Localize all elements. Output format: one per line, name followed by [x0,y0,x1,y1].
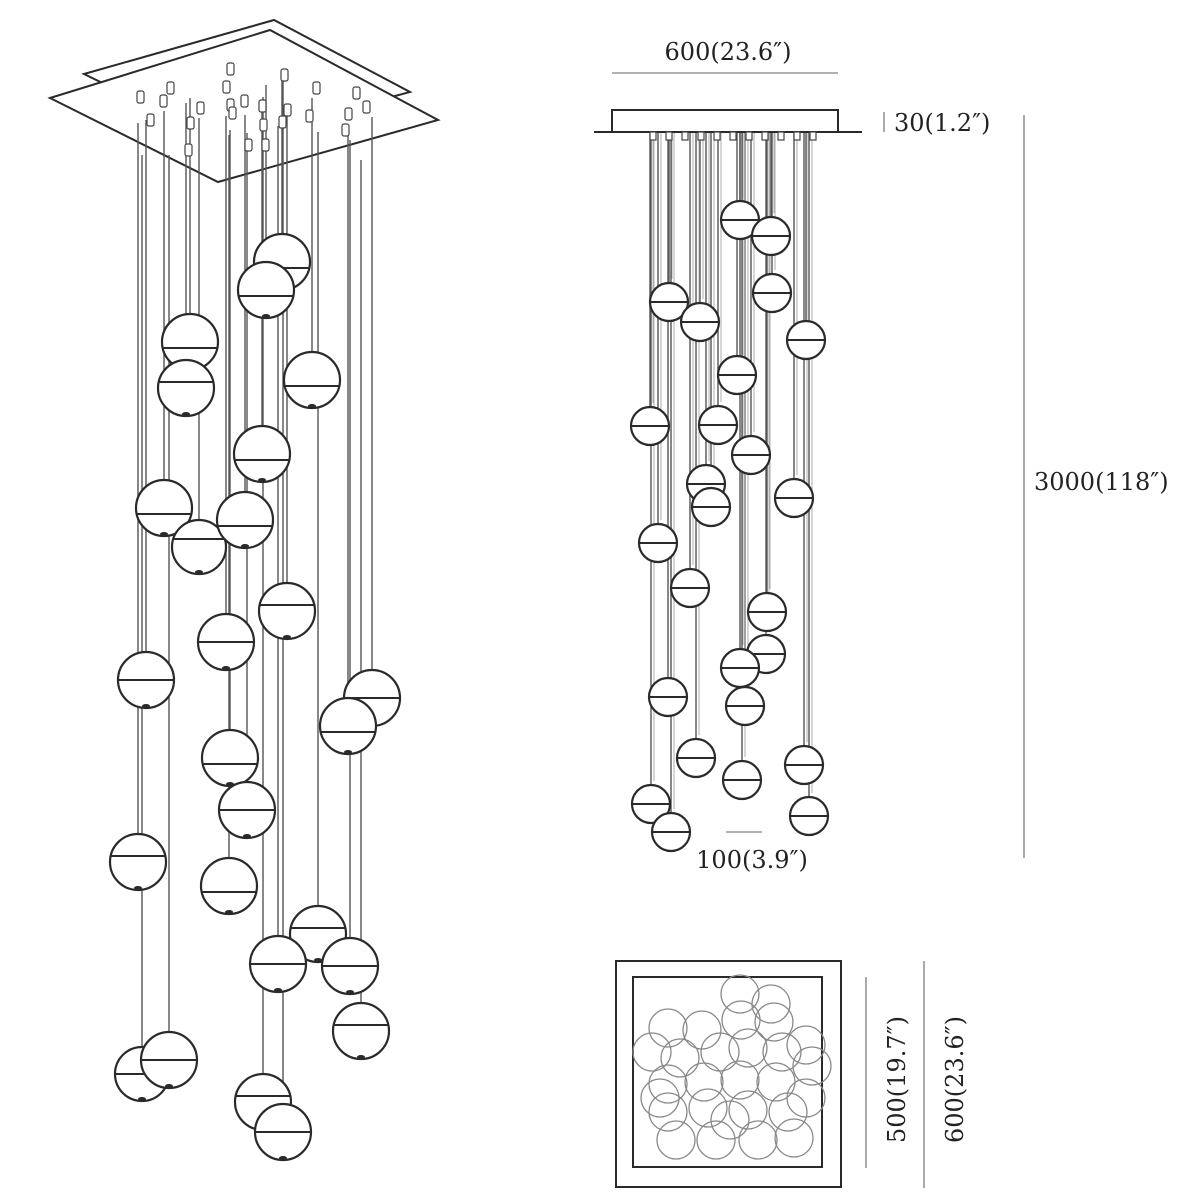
pendant-ball [170,518,228,576]
pendant-ball [783,744,825,786]
top-view-ball [648,1092,688,1132]
pendant-ball [156,358,216,418]
top-view-balls [632,974,832,1160]
top-view: 500(19.7″) 600(23.6″) [615,960,969,1188]
pendant-ball [721,759,763,801]
perspective-rods [137,79,373,1104]
top-view-ball [786,1025,826,1065]
top-view-ball [696,1120,736,1160]
outer-square-dimension: 600(23.6″) [923,961,969,1188]
pendant-ball [751,272,793,314]
top-view-ball [682,1010,722,1050]
pendant-ball [282,350,342,410]
top-view-ball [684,1062,724,1102]
front-view: 600(23.6″) 30(1.2″) 100(3.9″) 3000(118″) [594,38,1169,874]
canopy-height-dimension: 30(1.2″) [883,109,990,137]
top-view-ball [648,1008,688,1048]
pendant-ball [236,260,296,320]
pendant-ball [724,685,766,727]
pendant-ball [200,728,260,788]
pendant-ball [232,424,292,484]
pendant-ball [788,795,830,837]
width-dimension: 600(23.6″) [612,38,838,74]
top-view-ball [632,1032,672,1072]
pendant-ball [108,832,168,892]
top-view-ball [656,1120,696,1160]
pendant-ball [320,936,380,996]
top-view-ball [774,1118,814,1158]
pendant-ball [719,199,761,241]
pendant-ball [719,647,761,689]
pendant-ball [160,312,220,372]
ball-diameter-dimension: 100(3.9″) [696,831,808,874]
top-view-ball [738,1120,778,1160]
pendant-ball [730,434,772,476]
pendant-ball [690,486,732,528]
top-view-ball [728,1028,768,1068]
top-view-ball [720,1060,760,1100]
pendant-ball [785,319,827,361]
pendant-ball [629,405,671,447]
top-view-ball [648,1064,688,1104]
pendant-ball [669,567,711,609]
pendant-ball [331,1001,391,1061]
pendant-ball [134,478,194,538]
top-view-ball [792,1046,832,1086]
pendant-ball [248,934,308,994]
pendant-ball [746,591,788,633]
pendant-ball [318,696,378,756]
pendant-ball [217,780,277,840]
width-dimension-label: 600(23.6″) [665,38,792,66]
canopy-height-label: 30(1.2″) [894,109,990,137]
inner-square-label: 500(19.7″) [883,1016,911,1143]
top-view-ball [710,1100,750,1140]
pendant-ball [675,737,717,779]
perspective-pendant-balls [108,232,402,1162]
perspective-rod-caps [136,62,371,157]
top-view-ball [721,1000,761,1040]
perspective-view [47,18,441,1162]
pendant-ball [773,477,815,519]
pendant-ball [196,612,256,672]
top-view-ball [688,1088,728,1128]
pendant-ball [116,650,176,710]
drop-height-label: 3000(118″) [1034,468,1169,496]
pendant-ball [716,354,758,396]
top-view-ball [768,1092,808,1132]
pendant-ball [630,783,672,825]
pendant-ball [750,215,792,257]
pendant-ball [697,404,739,446]
ball-diameter-label: 100(3.9″) [696,846,808,874]
front-canopy [594,109,862,133]
pendant-ball [139,1030,199,1090]
pendant-ball [679,301,721,343]
top-view-ball [762,1032,802,1072]
front-pendant-balls [629,199,830,853]
pendant-ball [647,676,689,718]
pendant-ball [215,490,275,550]
top-view-ball [640,1078,680,1118]
outer-square-label: 600(23.6″) [941,1016,969,1143]
pendant-ball [253,1102,313,1162]
pendant-ball [199,856,259,916]
pendant-ball [257,581,317,641]
top-view-ball [728,1090,768,1130]
pendant-ball [637,522,679,564]
drop-height-dimension: 3000(118″) [1023,115,1169,858]
inner-square-dimension: 500(19.7″) [865,977,911,1168]
top-view-ball [720,974,760,1014]
top-view-ball [754,1002,794,1042]
pendant-ball [650,811,692,853]
top-view-ball [660,1038,700,1078]
pendant-ball [648,281,690,323]
